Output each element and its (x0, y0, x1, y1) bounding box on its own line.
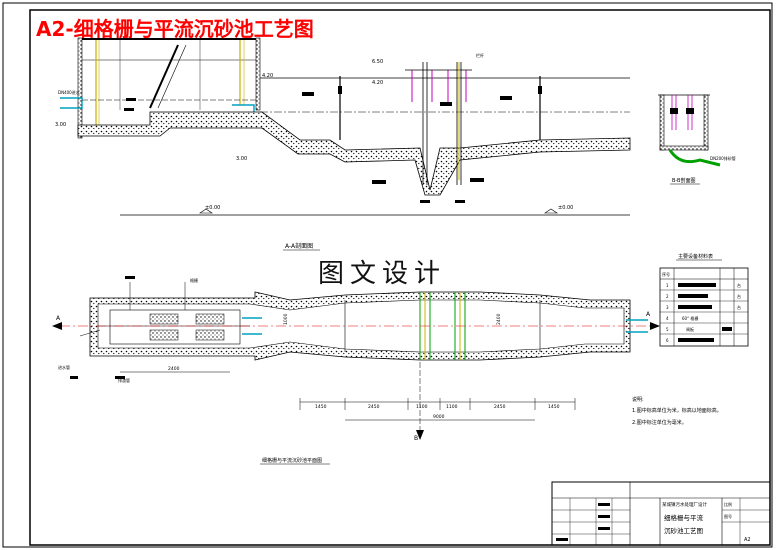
svg-text:A: A (646, 311, 651, 318)
svg-text:细格栅与平流沉砂池平面图: 细格栅与平流沉砂池平面图 (262, 457, 322, 464)
svg-text:9000: 9000 (433, 414, 445, 420)
svg-text:1000: 1000 (283, 313, 289, 325)
svg-text:±0.00: ±0.00 (558, 205, 573, 211)
svg-text:60° 格栅: 60° 格栅 (682, 315, 698, 321)
section-a-a: 6.50 4.20 4.20 3.00 3.00 ±0.00 ±0.00 DN4… (55, 37, 631, 216)
svg-text:主要设备材料表: 主要设备材料表 (678, 253, 713, 260)
svg-text:4: 4 (666, 316, 669, 321)
svg-text:2400: 2400 (168, 366, 180, 372)
svg-text:2400: 2400 (496, 313, 502, 325)
svg-text:3.00: 3.00 (236, 156, 247, 162)
svg-text:1100: 1100 (446, 404, 458, 410)
svg-text:4.20: 4.20 (262, 73, 273, 79)
svg-text:6: 6 (666, 338, 669, 343)
svg-text:某城镇污水处理厂设计: 某城镇污水处理厂设计 (662, 501, 707, 508)
svg-text:说明:: 说明: (632, 396, 644, 403)
svg-text:±0.00: ±0.00 (205, 205, 220, 211)
section-label: A-A剖面图 (285, 242, 313, 250)
svg-text:格栅: 格栅 (190, 277, 198, 283)
svg-text:图号: 图号 (724, 513, 732, 519)
plan-view: A A B 进水管 格栅 排渣管 1450 2450 1100 1100 245… (52, 276, 660, 465)
svg-text:DN200排砂管: DN200排砂管 (710, 155, 736, 161)
svg-text:6.50: 6.50 (372, 59, 383, 65)
svg-text:B: B (414, 435, 418, 442)
svg-text:2: 2 (666, 294, 669, 299)
svg-text:台: 台 (737, 282, 741, 288)
equipment-table: 主要设备材料表 序号 1 2 3 4 5 6 60° 格栅 闸板 台 台 台 (659, 253, 749, 347)
svg-text:台: 台 (737, 293, 741, 299)
svg-text:1.图中标高单位为米，标高以地面标高。: 1.图中标高单位为米，标高以地面标高。 (632, 407, 722, 414)
svg-text:A2: A2 (744, 537, 751, 543)
svg-text:序号: 序号 (662, 271, 670, 277)
svg-text:1450: 1450 (548, 404, 560, 410)
svg-text:进水管: 进水管 (58, 364, 70, 370)
svg-text:细格栅与平流: 细格栅与平流 (664, 513, 704, 522)
svg-text:闸板: 闸板 (686, 326, 694, 332)
title-block: 某城镇污水处理厂设计 细格栅与平流 沉砂池工艺图 比例 图号 A2 (551, 481, 771, 546)
svg-text:B-B剖面图: B-B剖面图 (672, 177, 696, 184)
svg-text:DN400进水: DN400进水 (58, 89, 80, 95)
svg-text:1: 1 (666, 283, 669, 288)
drawing-title: A2-细格栅与平流沉砂池工艺图 (36, 17, 314, 41)
svg-text:沉砂池工艺图: 沉砂池工艺图 (664, 526, 703, 535)
svg-text:比例: 比例 (724, 501, 732, 507)
svg-text:1450: 1450 (315, 404, 327, 410)
svg-text:2450: 2450 (368, 404, 380, 410)
svg-text:1100: 1100 (416, 404, 428, 410)
svg-text:2450: 2450 (494, 404, 506, 410)
svg-text:3.00: 3.00 (55, 122, 66, 128)
section-b-b: DN200排砂管 B-B剖面图 (658, 94, 736, 185)
svg-text:2.图中标注单位为毫米。: 2.图中标注单位为毫米。 (632, 419, 687, 426)
notes: 说明: 1.图中标高单位为米，标高以地面标高。 2.图中标注单位为毫米。 (632, 396, 722, 426)
inner-border (29, 9, 771, 546)
svg-text:4.20: 4.20 (372, 80, 383, 86)
svg-text:栏杆: 栏杆 (476, 52, 484, 58)
svg-text:5: 5 (666, 327, 669, 332)
watermark: 图文设计 (318, 259, 446, 289)
svg-text:台: 台 (737, 304, 741, 310)
svg-text:A: A (56, 315, 61, 322)
svg-text:3: 3 (666, 305, 669, 310)
svg-text:排渣管: 排渣管 (118, 377, 130, 383)
